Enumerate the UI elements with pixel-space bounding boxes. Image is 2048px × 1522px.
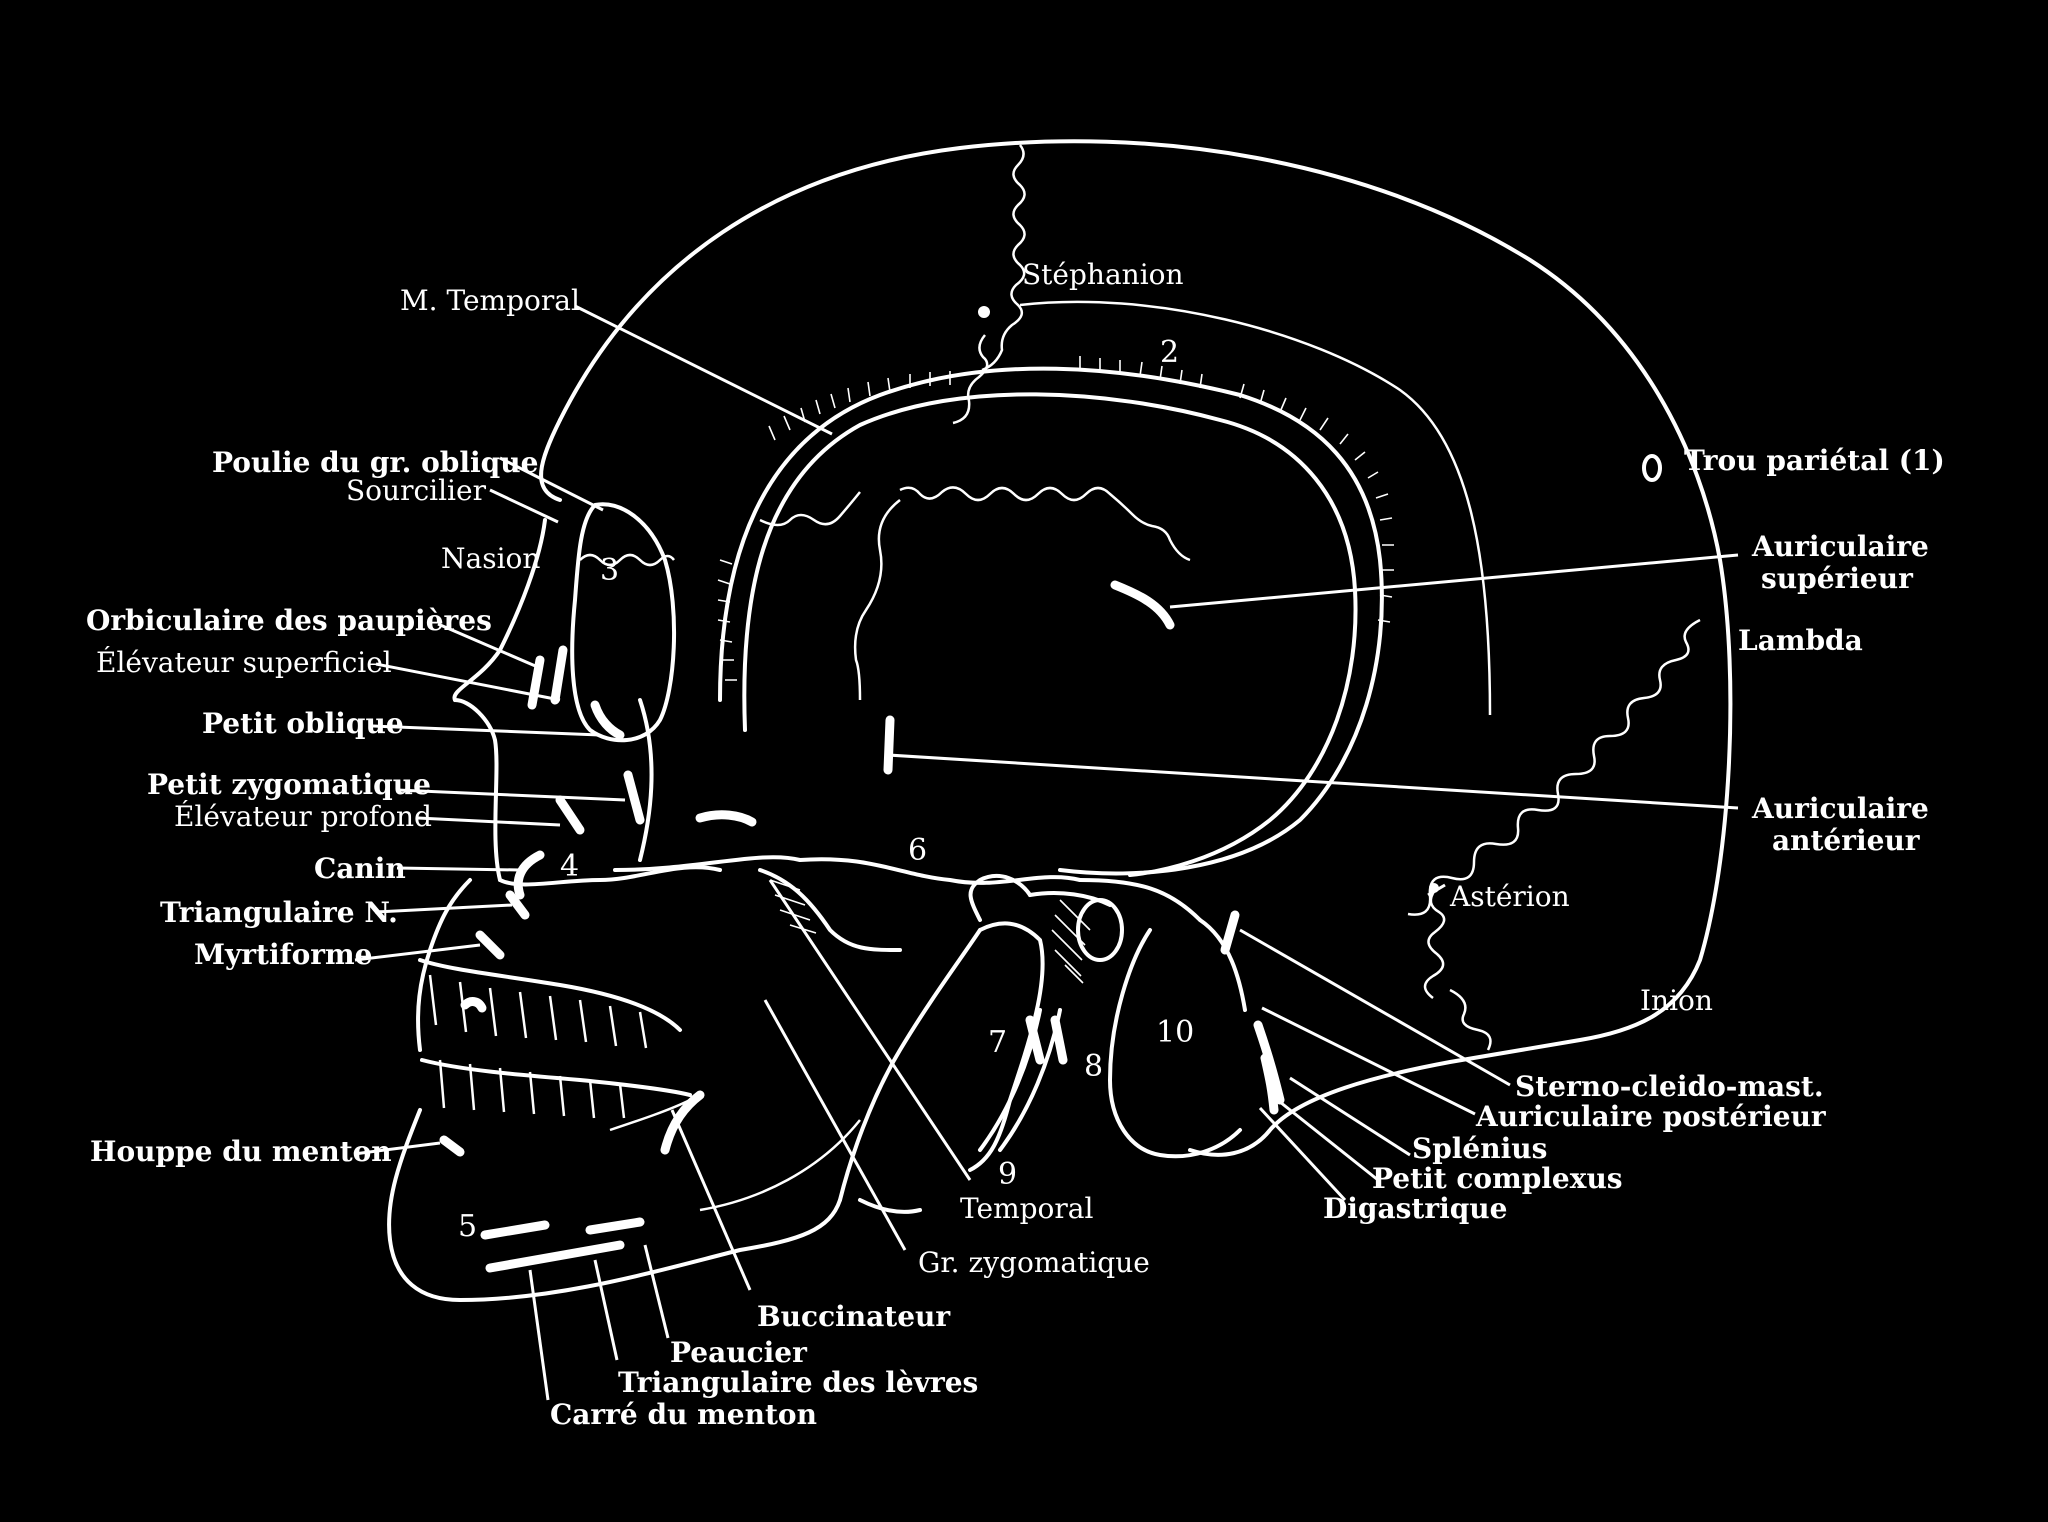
label-auriculaire-anterieur-1: Auriculaire [1751, 792, 1929, 825]
number-7: 7 [988, 1025, 1007, 1060]
cranium-outline [539, 139, 1733, 1157]
label-digastrique: Digastrique [1323, 1192, 1507, 1225]
label-splenius: Splénius [1412, 1132, 1547, 1165]
label-auriculaire-anterieur-2: antérieur [1772, 824, 1921, 857]
label-myrtiforme: Myrtiforme [194, 938, 373, 971]
number-8: 8 [1084, 1049, 1103, 1084]
label-sterno: Sterno-cleido-mast. [1515, 1070, 1824, 1103]
muscle-insertion-marks [439, 306, 1662, 1273]
leader-lines [353, 304, 1739, 1401]
number-2: 2 [1160, 335, 1179, 370]
label-orbiculaire: Orbiculaire des paupières [86, 604, 492, 637]
number-4: 4 [560, 849, 579, 884]
label-auriculaire-superieur-1: Auriculaire [1751, 530, 1929, 563]
number-10: 10 [1156, 1015, 1194, 1050]
label-triangulaire-n: Triangulaire N. [160, 896, 398, 929]
label-carre-menton: Carré du menton [550, 1398, 817, 1431]
label-petit-zygomatique: Petit zygomatique [147, 768, 431, 801]
number-3: 3 [600, 553, 619, 588]
label-stephanion: Stéphanion [1022, 258, 1184, 291]
label-petit-complexus: Petit complexus [1372, 1162, 1623, 1195]
label-petit-oblique: Petit oblique [202, 707, 404, 740]
label-trou-parietal: Trou pariétal (1) [1684, 444, 1945, 477]
label-peaucier: Peaucier [670, 1336, 808, 1369]
label-triangulaire-levres: Triangulaire des lèvres [618, 1366, 978, 1399]
temporal-line-hatching [717, 356, 1394, 681]
label-lambda: Lambda [1738, 624, 1863, 657]
label-auriculaire-posterieur: Auriculaire postérieur [1475, 1100, 1827, 1133]
label-temporal: Temporal [960, 1192, 1093, 1225]
anatomical-labels: M. Temporal Stéphanion Poulie du gr. obl… [86, 258, 1945, 1431]
label-inion: Inion [1640, 984, 1713, 1017]
region-numbers: 2 3 4 5 6 7 8 9 10 [458, 335, 1194, 1244]
label-houppe: Houppe du menton [90, 1135, 392, 1168]
label-elevateur-superficiel: Élévateur superficiel [96, 646, 392, 679]
number-9: 9 [998, 1157, 1017, 1192]
label-gr-zygomatique: Gr. zygomatique [918, 1246, 1150, 1279]
label-buccinateur: Buccinateur [757, 1300, 951, 1333]
label-canin: Canin [314, 852, 406, 885]
label-auriculaire-superieur-2: supérieur [1761, 562, 1914, 595]
label-nasion: Nasion [441, 542, 540, 575]
label-m-temporal: M. Temporal [400, 284, 580, 317]
label-poulie: Poulie du gr. oblique [212, 446, 538, 479]
number-6: 6 [908, 833, 927, 868]
number-5: 5 [458, 1209, 477, 1244]
sutures [579, 144, 1701, 1051]
label-elevateur-profond: Élévateur profond [174, 800, 432, 833]
label-asterion: Astérion [1449, 880, 1570, 913]
label-sourcilier: Sourcilier [346, 474, 487, 507]
